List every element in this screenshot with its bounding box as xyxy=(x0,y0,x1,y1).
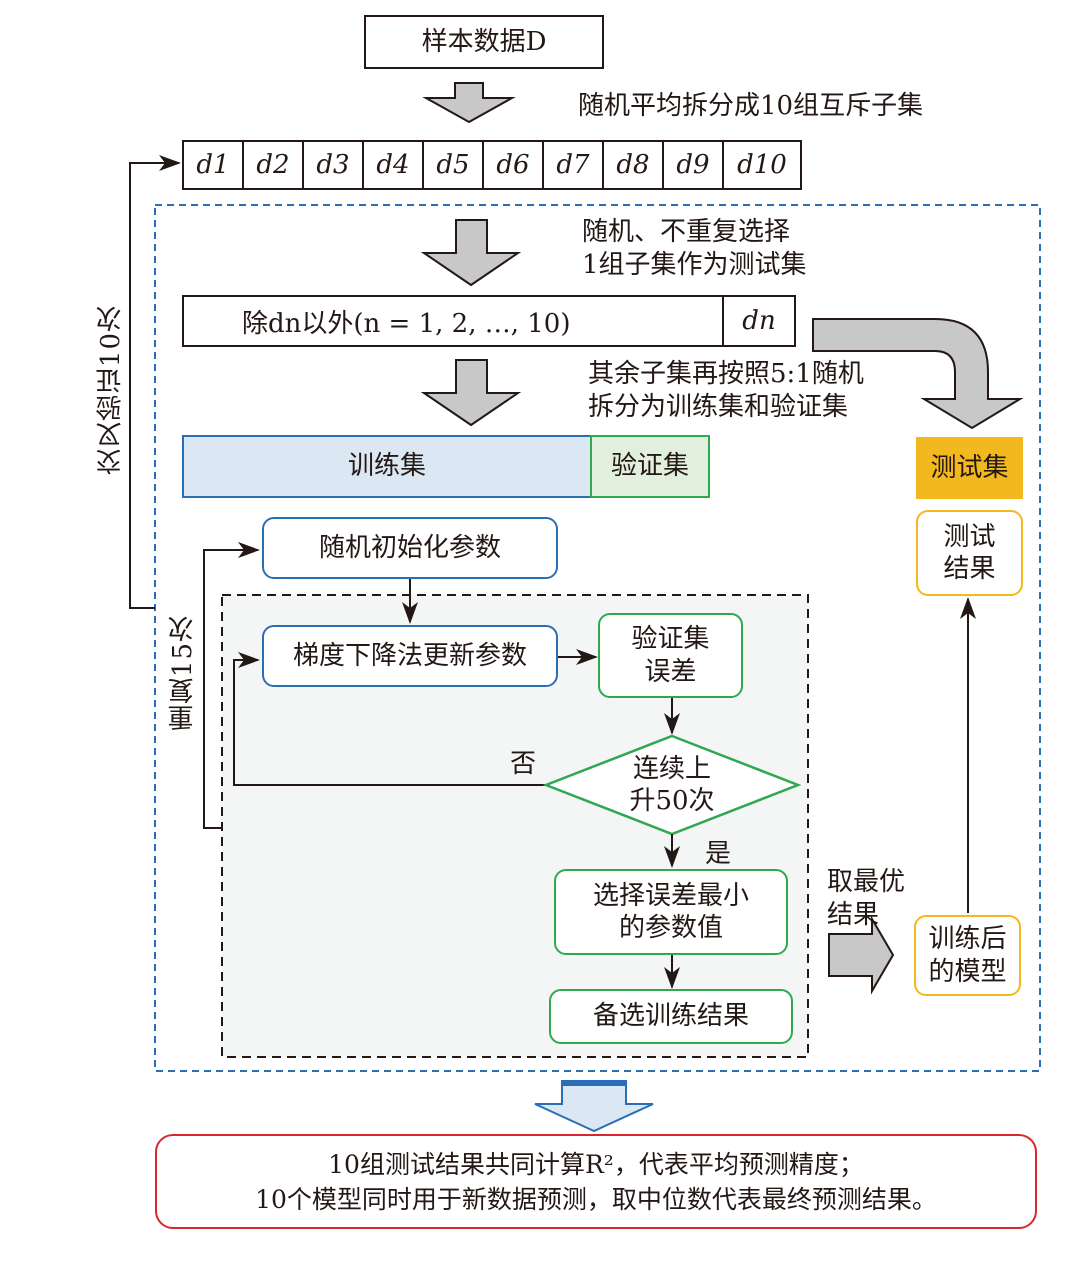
subset-cell: d4 xyxy=(364,142,424,188)
repeat-loop-line xyxy=(203,542,260,829)
final-arrow-icon xyxy=(534,1080,654,1133)
except-dn-box: 除dn以外(n = 1, 2, …, 10) dn xyxy=(182,295,796,347)
subset-cell: d5 xyxy=(424,142,484,188)
split-note: 随机平均拆分成10组互斥子集 xyxy=(578,91,924,121)
trained-model-box: 训练后 的模型 xyxy=(914,915,1021,996)
select-note: 随机、不重复选择 1组子集作为测试集 xyxy=(582,217,807,280)
train-set-box: 训练集 xyxy=(182,435,592,498)
subset-cell: d2 xyxy=(244,142,304,188)
train-set-label: 训练集 xyxy=(347,451,426,482)
init-params-box: 随机初始化参数 xyxy=(262,517,558,579)
resplit-note: 其余子集再按照5:1随机 拆分为训练集和验证集 xyxy=(588,359,864,422)
decision-label: 连续上 升50次 xyxy=(600,752,744,818)
subset-cell: d6 xyxy=(484,142,544,188)
subset-cell: d1 xyxy=(184,142,244,188)
decision-text: 连续上 升50次 xyxy=(629,753,715,817)
gd-update-label: 梯度下降法更新参数 xyxy=(292,640,527,671)
repeat-loop-label: 重复15次 xyxy=(168,615,198,732)
select-arrow-icon xyxy=(420,219,522,287)
sample-data-box: 样本数据D xyxy=(364,15,604,69)
final-arrow-band xyxy=(562,1081,626,1086)
candidate-box: 备选训练结果 xyxy=(549,989,793,1044)
except-dn-label: 除dn以外(n = 1, 2, …, 10) xyxy=(184,297,724,345)
subset-cell: d3 xyxy=(304,142,364,188)
val-error-box: 验证集 误差 xyxy=(598,613,743,698)
resplit-arrow-icon xyxy=(420,359,522,427)
take-best-note: 取最优 结果 xyxy=(827,867,906,930)
subset-cell: d7 xyxy=(544,142,604,188)
select-min-label: 选择误差最小 的参数值 xyxy=(592,880,749,944)
trained-model-label: 训练后 的模型 xyxy=(928,924,1007,987)
no-loop-line xyxy=(233,652,546,786)
cv-loop-line xyxy=(129,155,181,609)
select-min-box: 选择误差最小 的参数值 xyxy=(554,869,788,955)
yes-label: 是 xyxy=(705,839,732,869)
subset-cell: d10 xyxy=(737,150,787,180)
split-arrow-icon xyxy=(422,82,516,124)
test-set-box: 测试集 xyxy=(916,437,1023,499)
test-result-label: 测试 结果 xyxy=(943,521,996,585)
subset-cell: d9 xyxy=(664,142,724,188)
test-result-box: 测试 结果 xyxy=(916,510,1023,596)
init-params-label: 随机初始化参数 xyxy=(318,532,501,563)
subsets-row: d1 d2 d3 d4 d5 d6 d7 d8 d9 d10 xyxy=(182,140,802,190)
val-error-label: 验证集 误差 xyxy=(631,624,710,687)
test-arrow-icon xyxy=(812,318,1024,430)
test-set-label: 测试集 xyxy=(930,452,1009,483)
candidate-label: 备选训练结果 xyxy=(592,1001,749,1032)
dn-cell: dn xyxy=(742,306,776,336)
final-line-2: 10个模型同时用于新数据预测，取中位数代表最终预测结果。 xyxy=(255,1184,937,1214)
val-set-box: 验证集 xyxy=(590,435,710,498)
no-label: 否 xyxy=(510,749,537,779)
take-best-arrow-icon xyxy=(828,915,895,995)
final-summary-box: 10组测试结果共同计算R²，代表平均预测精度； 10个模型同时用于新数据预测，取… xyxy=(155,1134,1037,1229)
sample-data-label: 样本数据D xyxy=(421,26,547,57)
gd-update-box: 梯度下降法更新参数 xyxy=(262,625,558,687)
val-set-label: 验证集 xyxy=(610,451,689,482)
cv-loop-label: 交叉验证10次 xyxy=(96,305,126,476)
final-line-1: 10组测试结果共同计算R²，代表平均预测精度； xyxy=(328,1149,864,1179)
subset-cell: d8 xyxy=(604,142,664,188)
